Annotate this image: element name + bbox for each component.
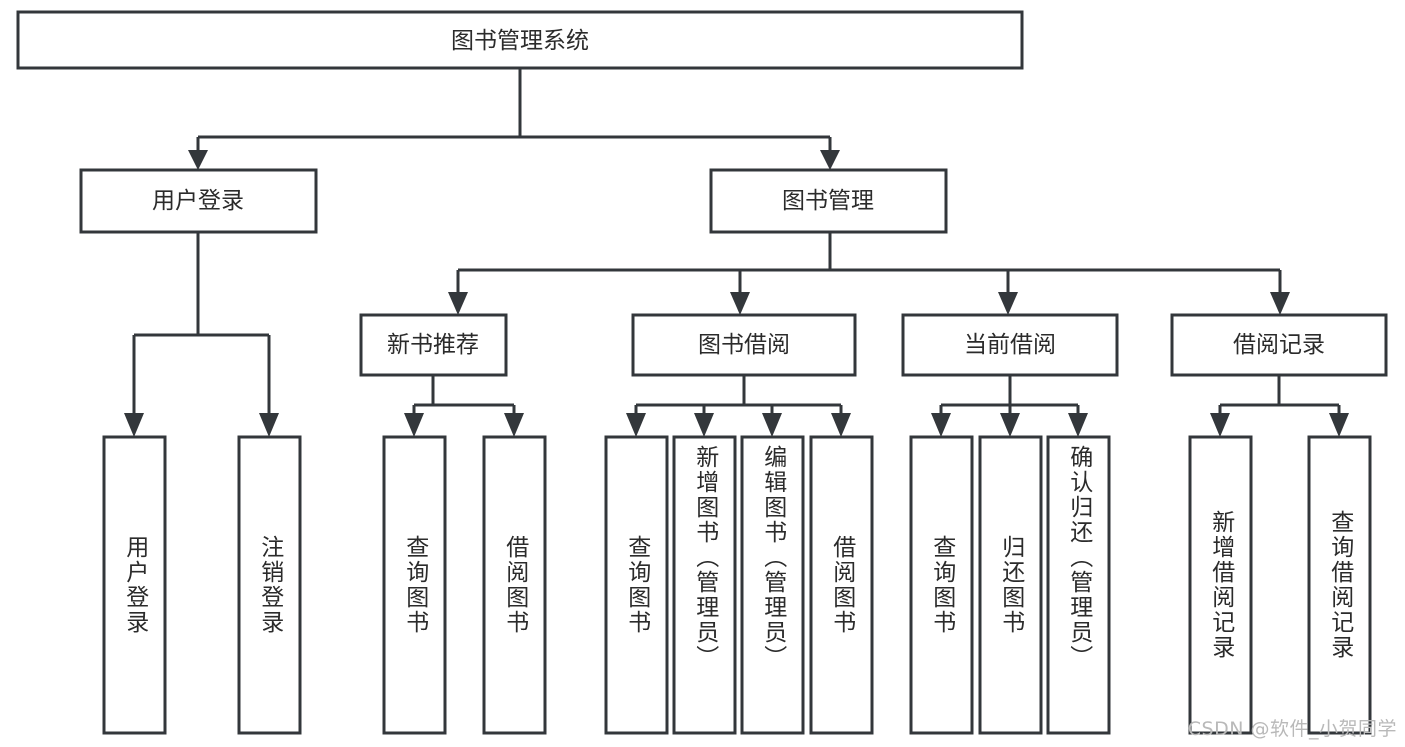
node-book-manage-label: 图书管理 [782,188,874,214]
node-new-book-recommend-label: 新书推荐 [387,332,479,358]
leaf-box-records-query-record[interactable] [1307,435,1372,735]
arrowhead-new-book-recommend [448,292,468,315]
arrowhead-borrowrecords-leaf-1 [1210,413,1230,437]
leaf-box-newbook-query-book[interactable] [382,435,447,735]
leaf-box-currentborrow-return-book[interactable] [978,435,1043,735]
arrowhead-current-borrow [998,292,1018,315]
arrowhead-bookborrow-leaf-2 [694,413,714,437]
leaf-box-logout[interactable] [237,435,302,735]
node-new-book-recommend-box[interactable] [359,313,508,377]
arrowhead-currentborrow-leaf-3 [1068,413,1088,437]
node-current-borrow-box[interactable] [901,313,1119,377]
leaf-box-currentborrow-query-book[interactable] [909,435,974,735]
arrowhead-currentborrow-leaf-2 [1000,413,1020,437]
arrowhead-leaf-user-login [124,413,144,437]
leaf-box-bookborrow-add-book[interactable] [672,435,737,735]
node-book-manage-box[interactable] [709,168,948,234]
leaf-box-currentborrow-confirm-return[interactable] [1046,435,1111,735]
node-new-book-recommend[interactable]: 新书推荐 [359,313,508,377]
arrowhead-bookborrow-leaf-1 [626,413,646,437]
node-book-borrow[interactable]: 图书借阅 [631,313,857,377]
node-root-box[interactable] [16,10,1024,70]
leaf-box-bookborrow-edit-book[interactable] [740,435,805,735]
node-borrow-records-label: 借阅记录 [1233,332,1325,358]
node-borrow-records[interactable]: 借阅记录 [1170,313,1388,377]
node-borrow-records-box[interactable] [1170,313,1388,377]
node-book-borrow-box[interactable] [631,313,857,377]
node-book-borrow-label: 图书借阅 [698,332,790,358]
arrowhead-newbook-leaf-2 [504,413,524,437]
node-root[interactable]: 图书管理系统 [16,10,1024,70]
node-user-login[interactable]: 用户登录 [79,168,318,234]
arrowhead-bookborrow-leaf-4 [831,413,851,437]
leaf-box-user-login[interactable] [102,435,167,735]
arrowhead-currentborrow-leaf-1 [931,413,951,437]
arrowhead-borrowrecords-leaf-2 [1329,413,1349,437]
node-current-borrow[interactable]: 当前借阅 [901,313,1119,377]
node-root-label: 图书管理系统 [451,28,589,54]
arrowhead-leaf-logout [259,413,279,437]
leaf-box-newbook-borrow-book[interactable] [482,435,547,735]
node-user-login-box[interactable] [79,168,318,234]
node-user-login-label: 用户登录 [152,188,244,214]
leaf-box-bookborrow-borrow-book[interactable] [809,435,874,735]
arrowhead-newbook-leaf-1 [404,413,424,437]
arrowhead-book-borrow [730,292,750,315]
node-current-borrow-label: 当前借阅 [964,332,1056,358]
arrowhead-user-login [188,150,208,170]
arrowhead-borrow-records [1270,292,1290,315]
arrowhead-bookborrow-leaf-3 [762,413,782,437]
arrowhead-book-manage [820,150,840,170]
leaf-box-records-add-record[interactable] [1188,435,1253,735]
node-book-manage[interactable]: 图书管理 [709,168,948,234]
connector-layer [124,68,1349,437]
leaf-box-bookborrow-query-book[interactable] [604,435,669,735]
